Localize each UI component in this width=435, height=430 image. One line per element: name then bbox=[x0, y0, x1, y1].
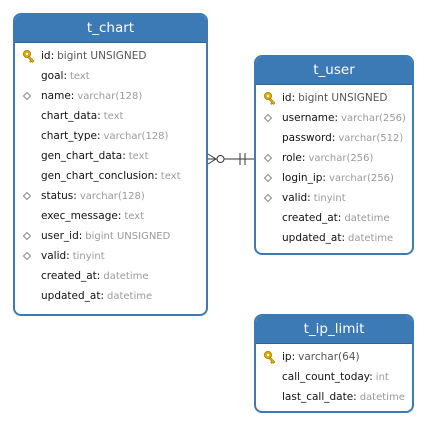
column-name: id: bbox=[282, 92, 296, 104]
column-name: chart_data: bbox=[41, 110, 101, 122]
column-row[interactable]: password:varchar(512) bbox=[256, 128, 412, 148]
column-name: status: bbox=[41, 190, 77, 202]
primary-key-icon bbox=[22, 46, 36, 66]
table-title: t_user bbox=[256, 57, 412, 85]
column-type: bigint UNSIGNED bbox=[85, 231, 171, 242]
table-title: t_chart bbox=[15, 15, 206, 43]
primary-key-icon bbox=[263, 88, 277, 108]
column-row[interactable]: chart_data:text bbox=[15, 106, 206, 126]
column-type: tinyint bbox=[313, 193, 346, 204]
column-row[interactable]: name:varchar(128) bbox=[15, 86, 206, 106]
column-row[interactable]: status:varchar(128) bbox=[15, 186, 206, 206]
column-row[interactable]: exec_message:text bbox=[15, 206, 206, 226]
column-row[interactable]: updated_at:datetime bbox=[15, 286, 206, 306]
column-type: datetime bbox=[344, 213, 390, 224]
column-name: ip: bbox=[282, 351, 296, 363]
column-type: varchar(256) bbox=[341, 113, 406, 124]
column-name: password: bbox=[282, 132, 336, 144]
column-type: varchar(256) bbox=[308, 153, 374, 164]
column-name: goal: bbox=[41, 70, 67, 82]
index-diamond-icon bbox=[263, 188, 277, 208]
index-diamond-icon bbox=[263, 108, 277, 128]
column-name: exec_message: bbox=[41, 210, 122, 222]
column-name: gen_chart_data: bbox=[41, 150, 126, 162]
column-name: last_call_date: bbox=[282, 391, 357, 403]
column-row[interactable]: gen_chart_conclusion:text bbox=[15, 166, 206, 186]
column-row[interactable]: created_at:datetime bbox=[15, 266, 206, 286]
column-row[interactable]: updated_at:datetime bbox=[256, 228, 412, 248]
column-name: updated_at: bbox=[282, 232, 345, 244]
column-type: text bbox=[160, 171, 181, 182]
column-row[interactable]: login_ip:varchar(256) bbox=[256, 168, 412, 188]
column-row[interactable]: username:varchar(256) bbox=[256, 108, 412, 128]
column-type: int bbox=[375, 372, 389, 383]
column-name: created_at: bbox=[41, 270, 101, 282]
zero-marker bbox=[216, 155, 225, 163]
column-row[interactable]: call_count_today:int bbox=[256, 367, 412, 387]
column-type: text bbox=[103, 111, 124, 122]
column-type: bigint UNSIGNED bbox=[57, 50, 147, 62]
column-type: text bbox=[124, 211, 145, 222]
index-diamond-icon bbox=[22, 86, 36, 106]
column-type: datetime bbox=[103, 271, 149, 282]
column-type: bigint UNSIGNED bbox=[298, 92, 388, 104]
column-name: username: bbox=[282, 112, 339, 124]
crows-foot-lower bbox=[207, 158, 217, 165]
column-type: text bbox=[128, 151, 149, 162]
column-row[interactable]: last_call_date:datetime bbox=[256, 387, 412, 407]
column-name: chart_type: bbox=[41, 130, 101, 142]
column-type: datetime bbox=[107, 291, 153, 302]
column-name: user_id: bbox=[41, 230, 83, 242]
column-type: varchar(128) bbox=[79, 191, 145, 202]
column-row[interactable]: ip:varchar(64) bbox=[256, 347, 412, 367]
crows-foot-upper bbox=[207, 153, 217, 160]
column-name: updated_at: bbox=[41, 290, 104, 302]
column-row[interactable]: id:bigint UNSIGNED bbox=[15, 46, 206, 66]
column-row[interactable]: goal:text bbox=[15, 66, 206, 86]
index-diamond-icon bbox=[263, 168, 277, 188]
column-name: login_ip: bbox=[282, 172, 326, 184]
column-type: varchar(256) bbox=[328, 173, 394, 184]
column-row[interactable]: chart_type:varchar(128) bbox=[15, 126, 206, 146]
table-title: t_ip_limit bbox=[256, 316, 412, 344]
column-row[interactable]: valid:tinyint bbox=[256, 188, 412, 208]
column-name: name: bbox=[41, 90, 75, 102]
column-name: call_count_today: bbox=[282, 371, 373, 383]
column-name: valid: bbox=[41, 250, 70, 262]
primary-key-icon bbox=[263, 347, 277, 367]
column-row[interactable]: id:bigint UNSIGNED bbox=[256, 88, 412, 108]
column-row[interactable]: user_id:bigint UNSIGNED bbox=[15, 226, 206, 246]
column-row[interactable]: created_at:datetime bbox=[256, 208, 412, 228]
column-name: gen_chart_conclusion: bbox=[41, 170, 158, 182]
column-name: role: bbox=[282, 152, 306, 164]
table-t-ip-limit[interactable]: t_ip_limit ip:varchar(64)call_count_toda… bbox=[254, 314, 414, 413]
column-name: created_at: bbox=[282, 212, 342, 224]
index-diamond-icon bbox=[22, 246, 36, 266]
column-type: varchar(128) bbox=[77, 91, 143, 102]
index-diamond-icon bbox=[22, 186, 36, 206]
column-type: varchar(64) bbox=[298, 351, 360, 363]
column-name: valid: bbox=[282, 192, 311, 204]
column-row[interactable]: role:varchar(256) bbox=[256, 148, 412, 168]
index-diamond-icon bbox=[22, 226, 36, 246]
column-name: id: bbox=[41, 50, 55, 62]
column-type: varchar(128) bbox=[103, 131, 169, 142]
column-type: datetime bbox=[359, 392, 405, 403]
index-diamond-icon bbox=[263, 148, 277, 168]
column-row[interactable]: valid:tinyint bbox=[15, 246, 206, 266]
column-type: text bbox=[69, 71, 90, 82]
column-type: tinyint bbox=[72, 251, 105, 262]
column-type: datetime bbox=[348, 233, 394, 244]
column-row[interactable]: gen_chart_data:text bbox=[15, 146, 206, 166]
column-type: varchar(512) bbox=[338, 133, 404, 144]
